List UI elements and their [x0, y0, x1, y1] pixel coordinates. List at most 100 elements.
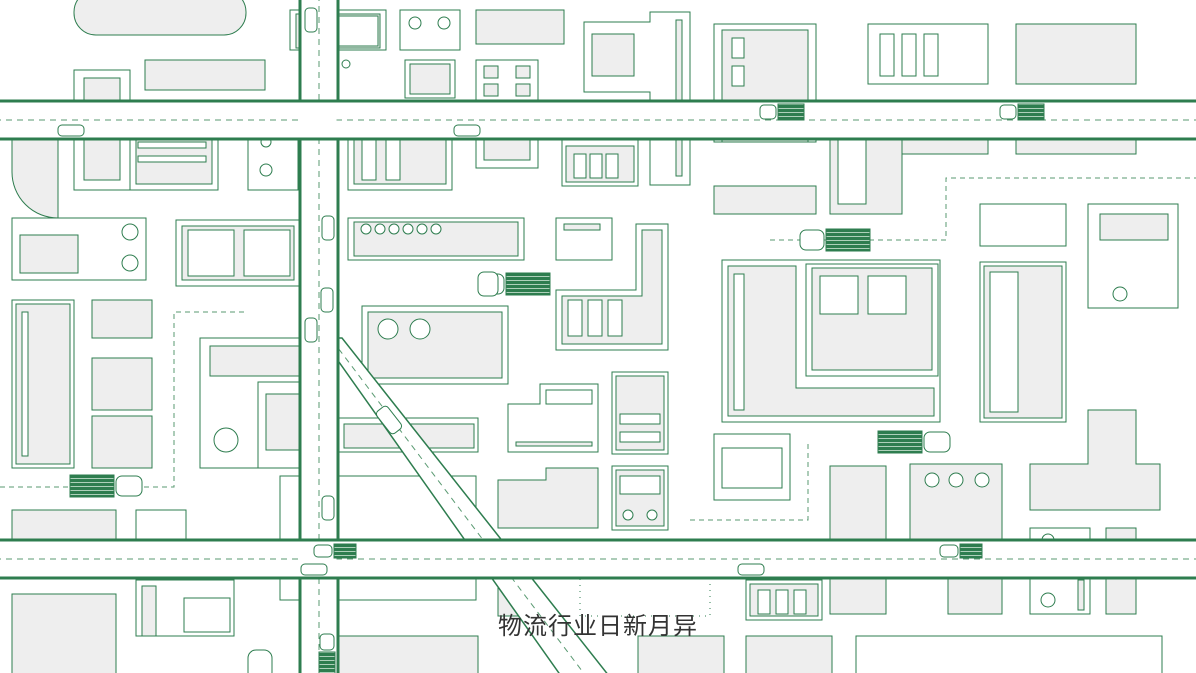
building — [989, 271, 1019, 413]
building — [141, 585, 157, 637]
lane-marking — [331, 339, 585, 673]
building — [337, 15, 379, 47]
building — [483, 83, 499, 97]
building — [515, 83, 531, 97]
building — [1077, 579, 1085, 611]
building — [622, 509, 634, 521]
building — [409, 63, 451, 95]
building — [923, 33, 939, 77]
building — [733, 273, 745, 411]
building — [213, 427, 239, 453]
building — [121, 223, 139, 241]
truck — [877, 430, 951, 454]
building — [901, 33, 917, 77]
car — [57, 124, 85, 137]
building — [619, 475, 661, 495]
vehicles — [57, 7, 1045, 673]
building — [829, 465, 887, 541]
building — [721, 447, 783, 489]
building — [1112, 286, 1128, 302]
building — [1029, 409, 1161, 511]
building — [483, 65, 499, 79]
car — [477, 271, 499, 297]
building — [265, 393, 301, 451]
building — [243, 229, 291, 277]
building — [11, 509, 117, 541]
building — [947, 577, 1003, 615]
building — [567, 299, 583, 337]
truck — [69, 474, 143, 498]
building — [879, 33, 895, 77]
building — [619, 431, 661, 443]
car — [247, 649, 273, 673]
building — [91, 357, 153, 411]
truck — [318, 633, 336, 673]
car — [453, 124, 481, 137]
car — [320, 287, 334, 313]
building — [430, 223, 442, 235]
building — [475, 9, 565, 45]
building — [377, 318, 399, 340]
truck — [939, 543, 983, 559]
building — [137, 155, 207, 163]
building — [829, 577, 887, 615]
building — [979, 203, 1067, 247]
building — [137, 141, 207, 149]
building — [561, 229, 663, 345]
building — [91, 299, 153, 339]
building — [545, 389, 593, 405]
building — [819, 275, 859, 315]
building — [727, 265, 935, 417]
dashed-paths — [0, 177, 1196, 521]
building — [745, 635, 833, 673]
building — [515, 441, 593, 447]
building — [409, 318, 431, 340]
building — [579, 575, 711, 617]
building — [21, 311, 29, 457]
building — [675, 19, 683, 177]
top-horizontal-road — [0, 101, 1196, 139]
building — [341, 59, 351, 69]
car — [737, 563, 765, 576]
building — [515, 65, 531, 79]
caption: 物流行业日新月异 — [498, 612, 698, 640]
building — [408, 16, 422, 30]
building — [837, 135, 867, 205]
bottom-horizontal-road — [0, 540, 1196, 578]
building — [1040, 592, 1056, 608]
truck — [999, 103, 1045, 121]
building — [416, 223, 428, 235]
building — [483, 139, 531, 161]
building — [924, 472, 940, 488]
building — [374, 223, 386, 235]
building — [757, 589, 771, 615]
building — [713, 185, 817, 215]
car — [321, 215, 335, 241]
building — [974, 472, 990, 488]
car — [375, 405, 403, 435]
car — [321, 495, 335, 521]
dashed-path — [770, 177, 1196, 241]
truck — [313, 543, 357, 559]
buildings — [11, 0, 1179, 673]
building — [775, 589, 789, 615]
dashed-path — [690, 440, 809, 521]
building — [605, 153, 619, 179]
building — [135, 509, 187, 541]
building — [646, 509, 658, 521]
building — [360, 223, 372, 235]
building — [73, 0, 247, 36]
building — [361, 139, 377, 181]
building — [209, 345, 301, 377]
building — [279, 475, 301, 601]
building — [637, 635, 725, 673]
building — [402, 223, 414, 235]
car — [304, 7, 318, 33]
building — [187, 229, 235, 277]
building — [19, 234, 79, 274]
building — [731, 37, 745, 59]
building — [337, 635, 479, 673]
building — [183, 597, 231, 633]
